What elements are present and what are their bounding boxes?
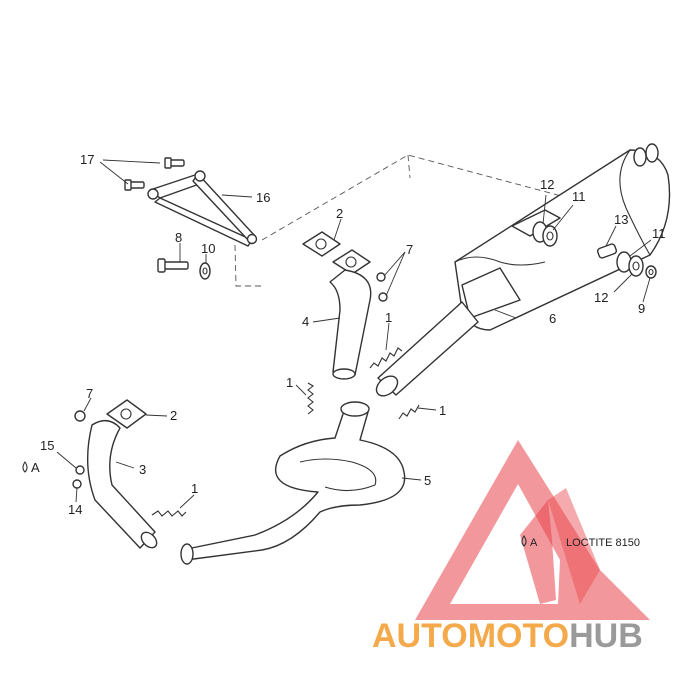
callout-7-lower: 7	[86, 386, 93, 401]
callout-16: 17	[80, 152, 94, 167]
callout-11-right: 11	[652, 226, 666, 241]
spring-1a	[369, 347, 403, 369]
callout-labels: 17 16 8 10 2 7 4 1 1 1 5 6 12 11 13 11 1…	[40, 152, 666, 517]
callout-9: 9	[638, 301, 645, 316]
spacer-13	[596, 243, 618, 259]
callout-12-right: 12	[594, 290, 608, 305]
nut-7-upper	[376, 272, 388, 302]
collector-pipe-5	[180, 401, 406, 565]
svg-text:A: A	[530, 537, 538, 549]
nut-14	[72, 479, 82, 489]
callout-15: 15	[40, 438, 54, 453]
callout-17: 16	[256, 190, 270, 205]
callout-1-mid-left: 1	[286, 375, 293, 390]
callout-5: 5	[424, 473, 431, 488]
callout-1-upper: 1	[385, 310, 392, 325]
callout-10: 10	[201, 241, 215, 256]
washer-15	[75, 465, 85, 475]
nut-7-lower	[74, 410, 86, 422]
gasket-2-lower	[106, 399, 147, 429]
gasket-2-upper	[302, 231, 371, 275]
callout-1-lower: 1	[191, 481, 198, 496]
callout-11-top: 11	[572, 189, 586, 204]
drop-icon	[22, 461, 28, 473]
adhesive-legend: A LOCTITE 8150	[521, 535, 640, 549]
svg-text:AUTOMOTOHUB: AUTOMOTOHUB	[372, 617, 643, 655]
bushing-11-12-right	[616, 251, 644, 277]
watermark-moto: MOTO	[468, 617, 569, 655]
callout-7-upper: 7	[406, 242, 413, 257]
callout-8: 8	[175, 230, 182, 245]
callout-2-lower: 2	[170, 408, 177, 423]
watermark-text: AUTOMOTOHUB	[372, 617, 643, 655]
bolt-16b	[124, 179, 145, 191]
adhesive-note: LOCTITE 8150	[566, 537, 640, 549]
spring-1b	[307, 382, 314, 415]
nut-9	[645, 265, 657, 279]
spring-1c	[398, 404, 420, 420]
callout-6: 6	[549, 311, 556, 326]
callout-12-top: 12	[540, 177, 554, 192]
muffler	[375, 143, 671, 397]
svg-text:A: A	[31, 460, 40, 475]
header-pipe-3	[86, 420, 158, 549]
adhesive-marker-left: A	[22, 460, 40, 475]
muffler-bracket	[147, 170, 258, 247]
watermark-hub: HUB	[569, 617, 643, 655]
callout-1-mid-right: 1	[439, 403, 446, 418]
watermark-auto: AUTO	[372, 617, 468, 655]
bushing-12-11-top	[532, 221, 558, 247]
leader-lines	[56, 159, 652, 509]
spring-1d	[151, 510, 187, 517]
callout-14: 14	[68, 502, 82, 517]
header-pipe-4	[329, 269, 372, 380]
drop-icon	[521, 535, 527, 547]
washer-10	[199, 262, 211, 280]
callout-4: 4	[302, 314, 309, 329]
callout-3: 3	[139, 462, 146, 477]
callout-13: 13	[614, 212, 628, 227]
automotohub-logo	[415, 440, 650, 620]
bolt-8	[157, 258, 189, 273]
bolt-16a	[164, 157, 185, 169]
callout-2-upper: 2	[336, 206, 343, 221]
